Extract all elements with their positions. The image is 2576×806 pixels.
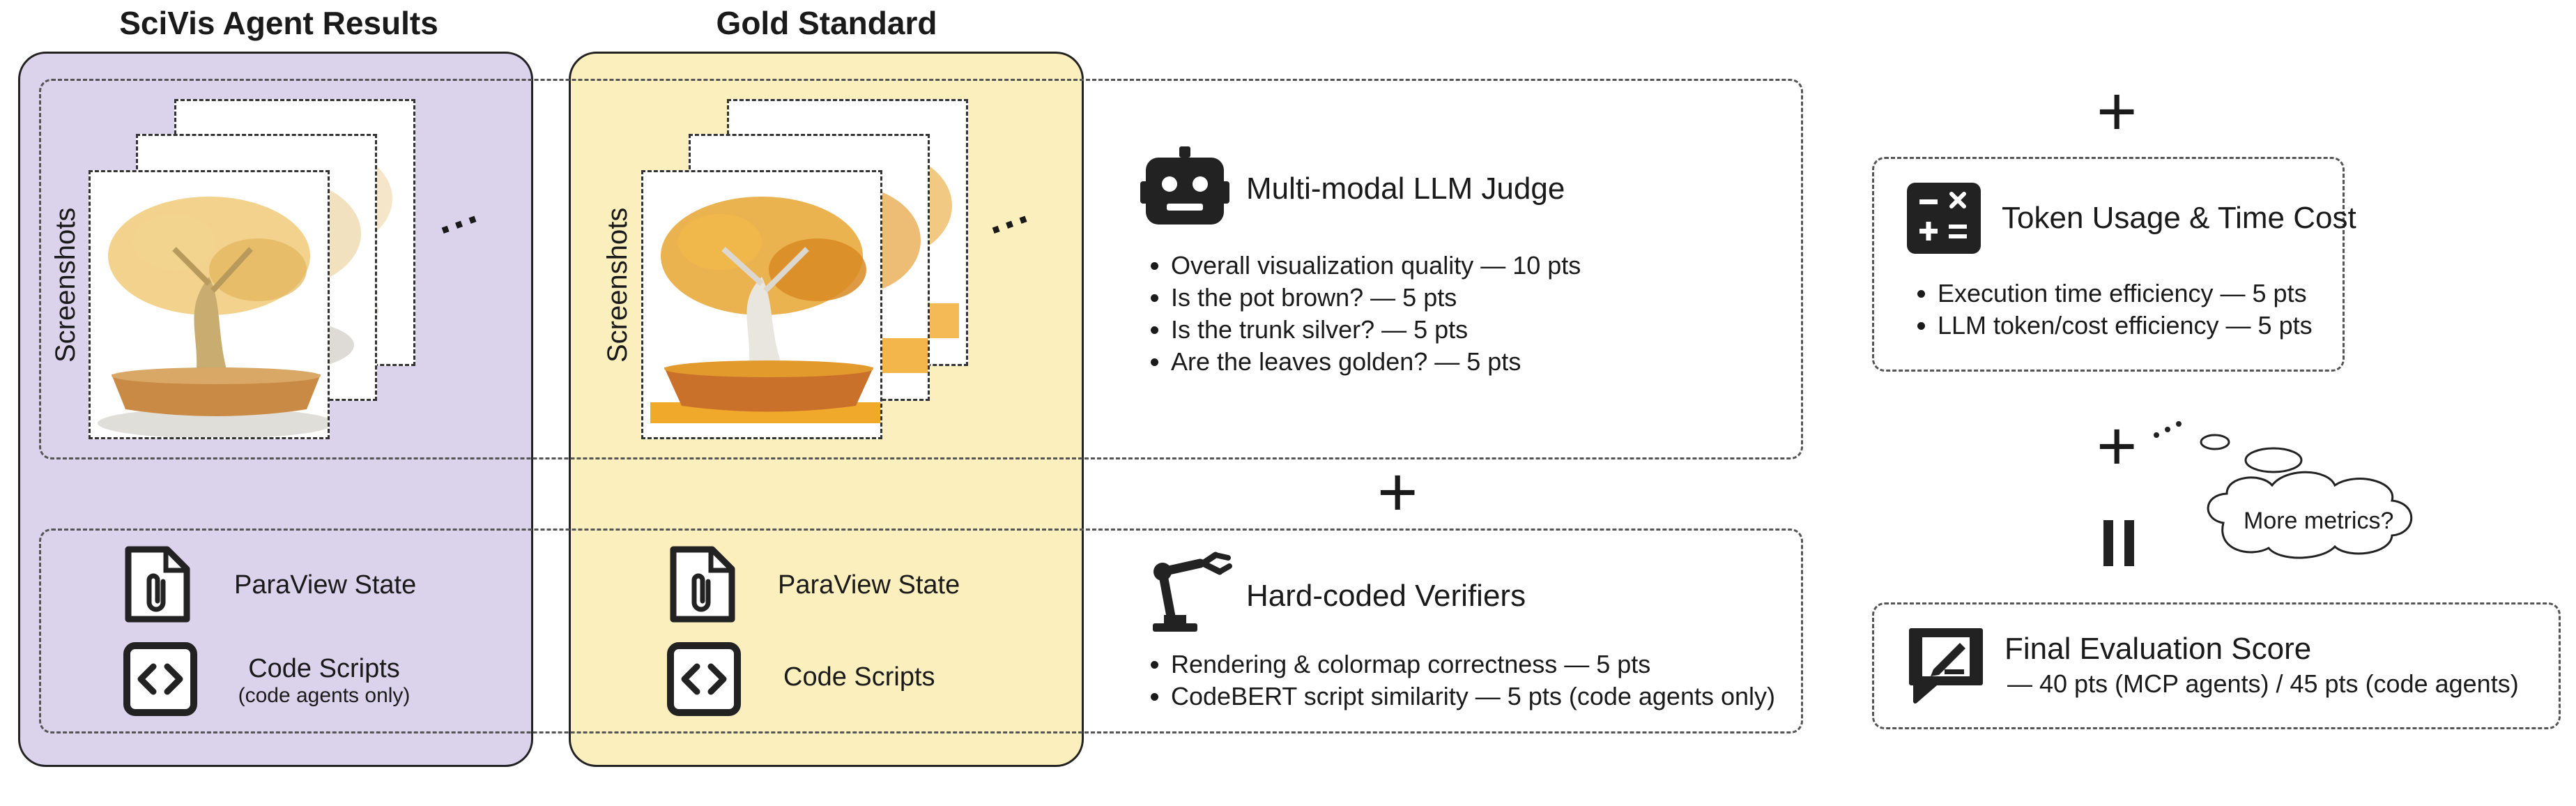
agent-code-scripts-label: Code Scripts (code agents only): [230, 654, 418, 708]
more-dots: [2151, 413, 2193, 444]
efficiency-item: LLM token/cost efficiency — 5 pts: [1938, 310, 2313, 342]
efficiency-title: Token Usage & Time Cost: [2002, 201, 2356, 235]
robot-arm-icon: [1143, 551, 1234, 638]
robot-icon: [1140, 145, 1229, 231]
agent-screenshot-front: [89, 170, 330, 439]
agent-code-scripts-note: (code agents only): [238, 684, 411, 707]
agent-paraview-file-icon: [124, 545, 191, 627]
gold-screenshot-front: [641, 170, 882, 439]
verifier-item: Rendering & colormap correctness — 5 pts: [1171, 648, 1775, 680]
artifacts-row-box: [39, 529, 1803, 733]
agent-paraview-state-label: ParaView State: [234, 570, 417, 600]
llm-judge-item: Are the leaves golden? — 5 pts: [1171, 346, 1581, 378]
llm-judge-item: Overall visualization quality — 10 pts: [1171, 250, 1581, 282]
plus-operator-center: +: [1377, 453, 1418, 531]
llm-judge-item: Is the trunk silver? — 5 pts: [1171, 314, 1581, 346]
verifier-item: CodeBERT script similarity — 5 pts (code…: [1171, 680, 1775, 713]
llm-judge-title: Multi-modal LLM Judge: [1246, 172, 1565, 206]
efficiency-box: [1872, 157, 2345, 372]
final-score-box: [1872, 602, 2561, 729]
agent-code-file-icon: [123, 641, 198, 720]
evaluation-icon: [1904, 625, 1988, 709]
plus-operator-top: +: [2096, 73, 2138, 151]
efficiency-criteria: Execution time efficiency — 5 pts LLM to…: [1907, 277, 2313, 342]
calculator-icon: [1906, 181, 1982, 259]
thought-cloud-icon: [2195, 425, 2432, 568]
screenshots-row-box: [39, 79, 1803, 459]
gold-screenshots-label: Screenshots: [602, 207, 633, 363]
gold-code-scripts-label: Code Scripts: [783, 662, 935, 692]
llm-judge-item: Is the pot brown? — 5 pts: [1171, 282, 1581, 314]
final-score-title: Final Evaluation Score: [2004, 632, 2312, 666]
verifiers-criteria: Rendering & colormap correctness — 5 pts…: [1140, 648, 1775, 713]
gold-paraview-file-icon: [669, 545, 736, 627]
efficiency-item: Execution time efficiency — 5 pts: [1938, 277, 2313, 310]
llm-judge-criteria: Overall visualization quality — 10 pts I…: [1140, 250, 1581, 378]
more-metrics-label: More metrics?: [2244, 508, 2394, 534]
agent-results-title: SciVis Agent Results: [119, 5, 438, 41]
gold-standard-title: Gold Standard: [716, 5, 937, 41]
final-score-detail: — 40 pts (MCP agents) / 45 pts (code age…: [2007, 669, 2519, 698]
agent-screenshots-label: Screenshots: [50, 207, 81, 363]
plus-operator-more: +: [2096, 407, 2138, 485]
agent-code-scripts-text: Code Scripts: [248, 654, 400, 683]
verifiers-title: Hard-coded Verifiers: [1246, 579, 1526, 613]
gold-code-file-icon: [666, 641, 742, 720]
gold-paraview-state-label: ParaView State: [778, 570, 960, 600]
equals-operator: [2102, 519, 2137, 571]
